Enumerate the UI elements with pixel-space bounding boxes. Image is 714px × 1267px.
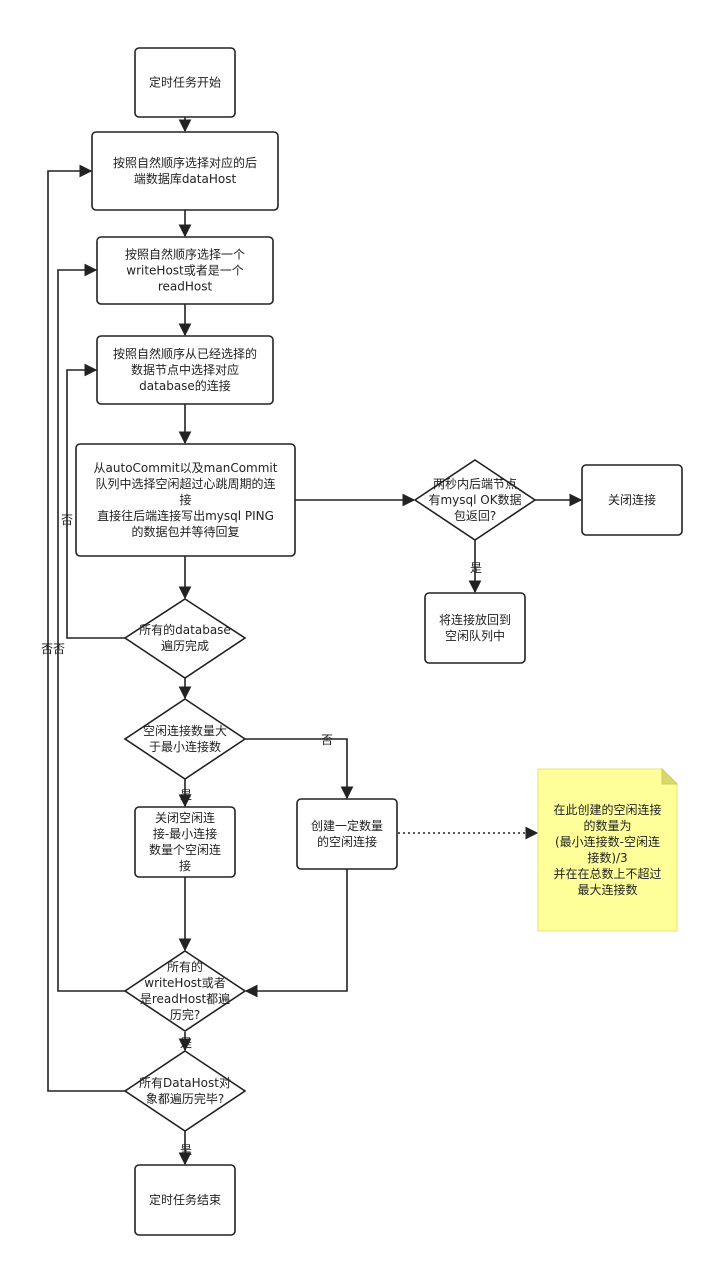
node-text-line: 所有的database xyxy=(139,622,231,637)
node-idle-gt-min: 空闲连接数量大于最小连接数 xyxy=(123,698,247,780)
node-text-line: 按照自然顺序从已经选择的 xyxy=(113,346,257,361)
edge-allhost-loop xyxy=(57,263,125,992)
node-label: 空闲连接数量大于最小连接数 xyxy=(143,723,227,754)
node-text-line: writeHost或者 xyxy=(144,976,226,990)
label-no-double: 否否 xyxy=(41,642,65,656)
node-text-line: 象都遍历完毕? xyxy=(146,1091,224,1106)
label-yes-idle: 是 xyxy=(180,788,192,802)
node-text-line: 队列中选择空闲超过心跳周期的连 xyxy=(95,476,275,491)
node-text-line: 接 xyxy=(179,858,191,873)
node-text-line: 将连接放回到 xyxy=(439,612,511,627)
node-label: 关闭连接 xyxy=(608,492,656,507)
node-text-line: writeHost或者是一个 xyxy=(126,264,244,278)
node-label: 创建一定数量的空闲连接 xyxy=(311,818,383,849)
node-text-line: 关闭空闲连 xyxy=(155,810,215,825)
edges xyxy=(47,117,583,1166)
node-text-line: 历完? xyxy=(170,1007,200,1022)
node-end: 定时任务结束 xyxy=(134,1164,236,1236)
node-text-line: 最大连接数 xyxy=(577,882,637,897)
node-label: 定时任务结束 xyxy=(149,1192,221,1207)
node-text-line: 于最小连接数 xyxy=(149,739,221,754)
node-text-line: 有mysql OK数据 xyxy=(428,492,521,507)
node-text-line: 接-最小连接 xyxy=(153,826,217,841)
node-select-datahost: 按照自然顺序选择对应的后端数据库dataHost xyxy=(91,131,279,211)
node-text-line: 所有的 xyxy=(167,959,203,974)
node-text-line: 空闲队列中 xyxy=(445,628,505,643)
node-text-line: 按照自然顺序选择对应的后 xyxy=(113,155,257,170)
node-text-line: 遍历完成 xyxy=(161,638,209,653)
node-text-line: 的数据包并等待回复 xyxy=(131,524,239,539)
node-select-writehost: 按照自然顺序选择一个 writeHost或者是一个 readHost xyxy=(96,236,274,305)
node-start: 定时任务开始 xyxy=(134,47,236,118)
node-text-line: 两秒内后端节点 xyxy=(433,477,517,491)
node-text-line: 直接往后端连接写出mysql PING xyxy=(97,508,274,523)
label-yes-ok: 是 xyxy=(470,561,482,575)
label-no-idle: 否 xyxy=(321,733,333,747)
edge-labels: 是 否 否否 否 是 是 是 xyxy=(41,513,482,1157)
node-text-line: 接 xyxy=(179,492,191,507)
node-text-line: 的数量为 xyxy=(583,818,631,833)
node-text-line: 空闲连接数量大 xyxy=(143,723,227,738)
node-text-line: 接数)/3 xyxy=(587,850,627,865)
label-yes-host: 是 xyxy=(180,1036,192,1050)
node-text-line: (最小连接数-空闲连 xyxy=(555,834,660,849)
node-return-queue: 将连接放回到空闲队列中 xyxy=(424,592,526,664)
edge-alldatahost-loop xyxy=(47,164,125,1092)
edge-create-to-allhost xyxy=(244,869,348,998)
node-all-datahost: 所有DataHost对象都遍历完毕? xyxy=(123,1050,247,1132)
node-text-line: 数据节点中选择对应 xyxy=(131,362,239,377)
edge-idlecheck-to-create xyxy=(245,738,354,800)
node-text-line: 是readHost都遍 xyxy=(140,992,230,1006)
node-text-line: 按照自然顺序选择一个 xyxy=(125,247,245,262)
node-text-line: 在此创建的空闲连接 xyxy=(553,802,661,817)
node-text-line: 数量个空闲连 xyxy=(149,842,221,857)
node-text-line: 所有DataHost对 xyxy=(139,1076,231,1090)
node-label: 按照自然顺序选择一个 writeHost或者是一个 readHost xyxy=(125,247,245,294)
node-label: 所有DataHost对象都遍历完毕? xyxy=(139,1076,231,1106)
node-text-line: readHost xyxy=(158,280,213,294)
node-close-connection: 关闭连接 xyxy=(581,464,683,536)
node-text-line: 并在在总数上不超过 xyxy=(553,866,661,881)
node-label: 关闭空闲连接-最小连接数量个空闲连接 xyxy=(149,810,221,873)
node-ok-check: 两秒内后端节点有mysql OK数据包返回? xyxy=(413,459,537,541)
node-close-idle: 关闭空闲连接-最小连接数量个空闲连接 xyxy=(134,806,236,878)
node-text-line: 端数据库dataHost xyxy=(134,171,237,186)
node-text-line: database的连接 xyxy=(139,378,231,393)
node-text-line: 从autoCommit以及manCommit xyxy=(94,461,278,475)
node-text-line: 定时任务结束 xyxy=(149,1192,221,1207)
node-text-line: 创建一定数量 xyxy=(311,818,383,833)
node-label: 所有的 writeHost或者是readHost都遍历完? xyxy=(140,959,230,1022)
node-text-line: 包返回? xyxy=(454,509,496,523)
node-all-host: 所有的 writeHost或者是readHost都遍历完? xyxy=(123,950,247,1032)
node-label: 按照自然顺序选择对应的后端数据库dataHost xyxy=(113,155,257,186)
edge-alldatabase-loop xyxy=(66,363,125,639)
node-label: 将连接放回到空闲队列中 xyxy=(439,612,511,643)
label-no-database: 否 xyxy=(61,513,73,527)
node-text-line: 关闭连接 xyxy=(608,492,656,507)
node-create-idle: 创建一定数量的空闲连接 xyxy=(296,798,398,870)
node-label: 定时任务开始 xyxy=(149,75,221,90)
node-text-line: 定时任务开始 xyxy=(149,75,221,90)
node-label: 两秒内后端节点有mysql OK数据包返回? xyxy=(428,477,521,523)
label-yes-datahost: 是 xyxy=(180,1143,192,1157)
node-text-line: 的空闲连接 xyxy=(317,834,377,849)
